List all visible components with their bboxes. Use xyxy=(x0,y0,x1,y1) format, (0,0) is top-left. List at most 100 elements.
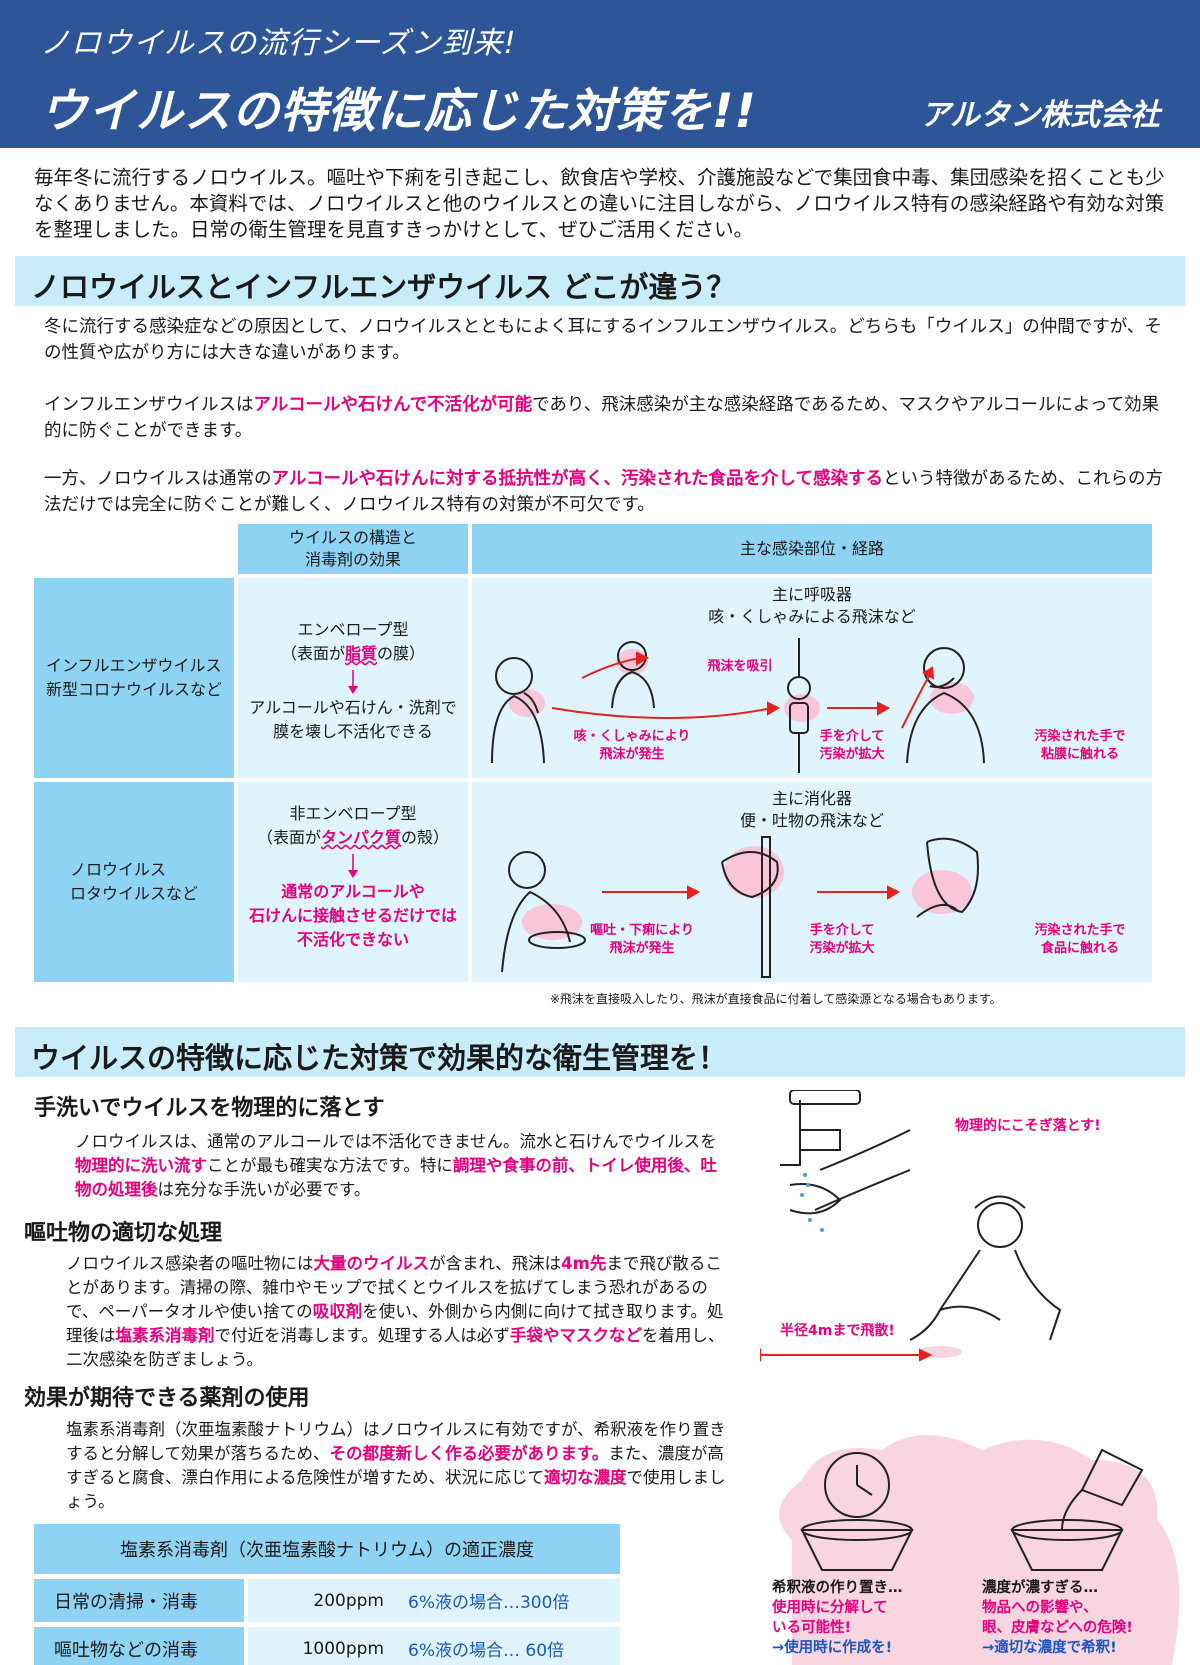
handwash-body: ノロウイルスは、通常のアルコールでは不活化できません。流水と石けんでウイルスを物… xyxy=(75,1130,725,1202)
note-mucosa: 汚染された手で 粘膜に触れる xyxy=(1034,729,1126,762)
p2-text-a: インフルエンザウイルスは xyxy=(44,395,254,415)
note-vomit: 嘔吐・下痢により 飛沫が発生 xyxy=(590,923,694,956)
concentration-table-title: 塩素系消毒剤（次亜塩素酸ナトリウム）の適正濃度 xyxy=(34,1524,620,1574)
vomit-text-i: で付近を消毒します。処理する人は必ず xyxy=(214,1326,510,1345)
surface-text-c: の膜） xyxy=(377,644,426,663)
vomit-heading: 嘔吐物の適切な処理 xyxy=(24,1221,223,1246)
drug-highlight-1: その都度新しく作る必要があります。 xyxy=(329,1444,609,1463)
surface-lipid: 脂質 xyxy=(344,644,377,663)
row-2-type: 非エンベロープ型 xyxy=(289,804,417,823)
conc-row-1-value: 200ppm 6%液の場合…300倍 xyxy=(248,1579,620,1622)
table-header-route: 主な感染部位・経路 xyxy=(472,524,1152,574)
surface-text-a: （表面が xyxy=(280,644,345,663)
wash-note: 物理的にこそぎ落とす! xyxy=(955,1118,1101,1134)
surface-protein: タンパク質 xyxy=(320,828,401,847)
conc-row-2-ratio: 6%液の場合… 60倍 xyxy=(408,1641,565,1661)
cloud-right-text: 濃度が濃すぎる… 物品への影響や、 眼、皮膚などへの危険! →適切な濃度で希釈! xyxy=(982,1578,1133,1658)
row-1-label: インフルエンザウイルス 新型コロナウイルスなど xyxy=(34,578,234,778)
hand-highlight-2: 調理や食事の前、トイレ使用後、吐物の処理後 xyxy=(75,1156,717,1199)
row-2-route-cell: 主に消化器 便・吐物の飛沫など 嘔吐・下痢により 飛沫が発生 手を介して 汚染が… xyxy=(472,782,1152,982)
down-arrow-icon xyxy=(348,854,358,878)
section-1-title: ノロウイルスとインフルエンザウイルス どこが違う？ xyxy=(15,256,1185,306)
hand-text-a: ノロウイルスは、通常のアルコールでは不活化できません。流水と石けんでウイルスを xyxy=(75,1132,717,1151)
vomit-text-g: を使い、外側から内側に向けて拭き取ります。処理後は xyxy=(66,1302,724,1345)
row-1-route-cell: 主に呼吸器 咳・くしゃみによる飛沫など 飛沫を吸引 咳・くしゃみにより xyxy=(472,578,1152,778)
vomit-highlight-3: 吸収剤 xyxy=(312,1302,363,1321)
vomit-text-a: ノロウイルス感染者の嘔吐物には xyxy=(66,1254,314,1273)
disinfectant-body: 塩素系消毒剤（次亜塩素酸ナトリウム）はノロウイルスに有効ですが、希釈液を作り置き… xyxy=(66,1418,726,1514)
section-2-title: ウイルスの特徴に応じた対策で効果的な衛生管理を！ xyxy=(15,1027,1185,1077)
drug-text-c: また、濃度が高すぎると腐食、漂白作用による危険性が増すため、状況に応じて xyxy=(66,1444,724,1487)
vomit-highlight-4: 塩素系消毒剤 xyxy=(115,1326,215,1345)
conc-row-2-value: 1000ppm 6%液の場合… 60倍 xyxy=(248,1627,620,1665)
comparison-table: ウイルスの構造と 消毒剤の効果 主な感染部位・経路 インフルエンザウイルス 新型… xyxy=(34,524,1152,1009)
vomit-text-c: が含まれ、飛沫は xyxy=(429,1254,562,1273)
row-1-type: エンベロープ型 xyxy=(297,620,409,639)
p3-highlight: アルコールや石けんに対する抵抗性が高く、汚染された食品を介して感染する xyxy=(271,469,883,489)
intro-text: 毎年冬に流行するノロウイルス。嘔吐や下痢を引き起こし、飲食店や学校、介護施設など… xyxy=(34,166,1165,241)
hand-text-c: ことが最も確実な方法です。特に xyxy=(207,1156,453,1175)
p3-text-a: 一方、ノロウイルスは通常の xyxy=(44,469,272,489)
handwash-and-cleanup-illustration xyxy=(760,1090,1062,1362)
row-2-route-title: 主に消化器 便・吐物の飛沫など xyxy=(739,789,884,830)
surface-text-c: の殻） xyxy=(401,828,450,847)
company-logo: アルタン株式会社 xyxy=(920,98,1160,133)
cloud-left-warning: 使用時に分解して いる可能性! xyxy=(772,1600,888,1636)
cloud-right-warning: 物品への影響や、 眼、皮膚などへの危険! xyxy=(982,1600,1133,1636)
down-arrow-icon xyxy=(348,670,358,694)
vomit-highlight-5: 手袋やマスクなど xyxy=(509,1326,642,1345)
hand-highlight-1: 物理的に洗い流す xyxy=(75,1156,207,1175)
row-2-label: ノロウイルス ロタウイルスなど xyxy=(34,782,234,982)
conc-row-1-ppm: 200ppm xyxy=(313,1590,384,1611)
row-1-effect: アルコールや石けん・洗剤で 膜を壊し不活化できる xyxy=(249,698,457,741)
drug-text-e: で使用しましょう。 xyxy=(66,1468,726,1511)
disinfectant-heading: 効果が期待できる薬剤の使用 xyxy=(24,1386,310,1411)
row-2-effect: 通常のアルコールや 石けんに接触させるだけでは 不活化できない xyxy=(248,882,457,949)
vomit-text-k: を着用し、二次感染を防ぎましょう。 xyxy=(66,1326,725,1369)
vomit-text-e: まで飛び散ることがあります。清掃の際、雑巾やモップで拭くとウイルスを拡げてしまう… xyxy=(66,1254,722,1321)
vomit-highlight-1: 大量のウイルス xyxy=(313,1254,430,1273)
respiratory-illustration xyxy=(491,638,985,773)
note-hand-spread-2: 手を介して 汚染が拡大 xyxy=(809,923,875,956)
cloud-shape xyxy=(779,1435,1180,1665)
cloud-left-lead: 希釈液の作り置き… xyxy=(772,1580,903,1596)
header-banner: ノロウイルスの流行シーズン到来! ウイルスの特徴に応じた対策を!! アルタン株式… xyxy=(0,0,1200,148)
table-footnote: ※飛沫を直接吸入したり、飛沫が直接食品に付着して感染源となる場合もあります。 xyxy=(550,992,1002,1006)
cloud-left-advice: →使用時に作成を! xyxy=(772,1640,893,1656)
note-food: 汚染された手で 食品に触れる xyxy=(1034,923,1126,956)
table-header-structure: ウイルスの構造と 消毒剤の効果 xyxy=(238,524,468,574)
conc-row-1-ratio: 6%液の場合…300倍 xyxy=(408,1593,570,1613)
handwash-heading: 手洗いでウイルスを物理的に落とす xyxy=(34,1096,385,1121)
p3-text-c: という特徴があるため、これらの方法だけでは完全に防ぐことが難しく、ノロウイルス特… xyxy=(44,469,1163,515)
hand-text-e: は充分な手洗いが必要です。 xyxy=(157,1180,371,1199)
spread-note: 半径4mまで飛散! xyxy=(780,1323,895,1339)
header-main-title: ウイルスの特徴に応じた対策を!! xyxy=(40,84,757,139)
section-1-paragraph-1: 冬に流行する感染症などの原因として、ノロウイルスとともによく耳にするインフルエン… xyxy=(44,317,1162,363)
row-1-route-title: 主に呼吸器 咳・くしゃみによる飛沫など xyxy=(708,585,916,626)
conc-row-2-ppm: 1000ppm xyxy=(302,1638,384,1659)
header-subtitle: ノロウイルスの流行シーズン到来! xyxy=(40,26,517,61)
p2-text-c: であり、飛沫感染が主な感染経路であるため、マスクやアルコールによって効果的に防ぐ… xyxy=(44,395,1160,441)
cloud-right-lead: 濃度が濃すぎる… xyxy=(982,1580,1098,1596)
row-2-surface: （表面がタンパク質の殻） xyxy=(238,826,468,850)
drug-text-a: 塩素系消毒剤（次亜塩素酸ナトリウム）はノロウイルスに有効ですが、希釈液を作り置き… xyxy=(66,1420,726,1463)
vomit-body: ノロウイルス感染者の嘔吐物には大量のウイルスが含まれ、飛沫は4m先まで飛び散るこ… xyxy=(66,1252,726,1372)
surface-text-a: （表面が xyxy=(256,828,321,847)
hygiene-illustration: 物理的にこそぎ落とす! 半径4mまで飛散! xyxy=(760,1090,1180,1510)
row-1-surface: （表面が脂質の膜） xyxy=(238,642,468,666)
cloud-left-text: 希釈液の作り置き… 使用時に分解して いる可能性! →使用時に作成を! xyxy=(772,1578,903,1658)
section-1-paragraph-3: 一方、ノロウイルスは通常のアルコールや石けんに対する抵抗性が高く、汚染された食品… xyxy=(44,466,1169,518)
vomit-highlight-2: 4m先 xyxy=(561,1254,607,1273)
digestive-illustration xyxy=(501,836,979,978)
note-cough: 咳・くしゃみにより 飛沫が発生 xyxy=(573,729,691,762)
row-2-structure-cell: 非エンベロープ型 （表面がタンパク質の殻） 通常のアルコールや 石けんに接触させ… xyxy=(238,782,468,982)
cloud-right-advice: →適切な濃度で希釈! xyxy=(982,1640,1117,1656)
row-1-structure-cell: エンベロープ型 （表面が脂質の膜） アルコールや石けん・洗剤で 膜を壊し不活化で… xyxy=(238,578,468,778)
drug-highlight-2: 適切な濃度 xyxy=(544,1468,627,1487)
p2-highlight: アルコールや石けんで不活化が可能 xyxy=(253,395,533,415)
conc-row-2-label: 嘔吐物などの消毒 xyxy=(34,1627,244,1665)
note-inhale: 飛沫を吸引 xyxy=(707,659,773,674)
note-hand-spread-1: 手を介して 汚染が拡大 xyxy=(819,729,885,762)
section-1-paragraph-2: インフルエンザウイルスはアルコールや石けんで不活化が可能であり、飛沫感染が主な感… xyxy=(44,392,1169,444)
